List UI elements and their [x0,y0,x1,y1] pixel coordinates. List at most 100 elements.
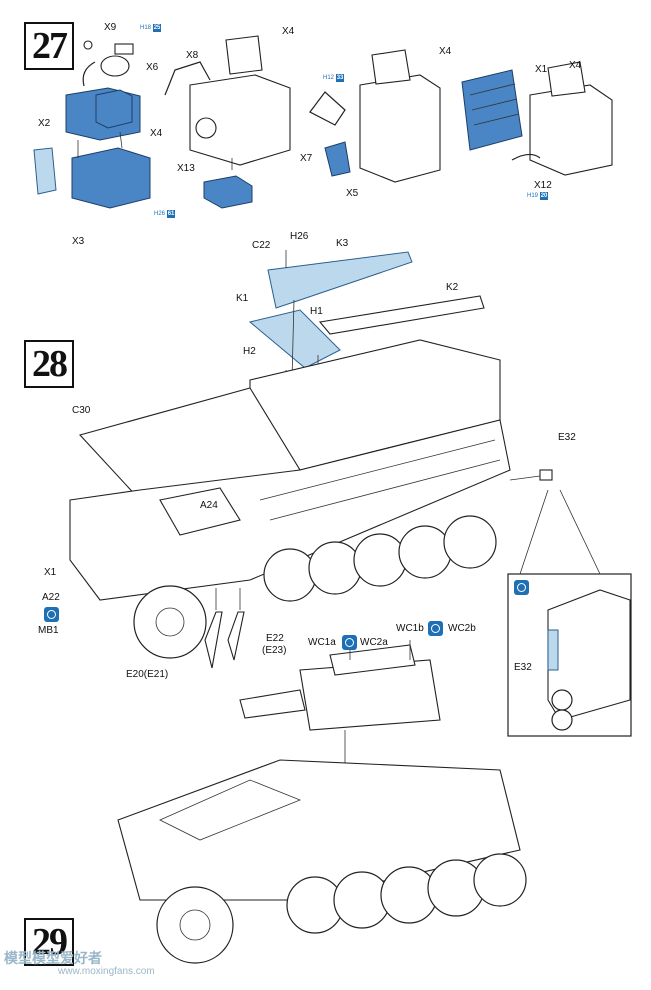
assembly-lines [215,588,241,610]
part-label: X6 [146,62,159,73]
hull-lower [69,419,511,601]
part-label: K1 [236,293,249,304]
part-engine-top [225,35,263,75]
part-label: X8 [186,50,199,61]
part-label: WC2a [360,637,388,648]
part-cover [95,89,133,129]
part-x2 [33,147,57,195]
part-label: X4 [439,46,452,57]
gun-top [329,644,416,676]
inset-hull [547,589,631,721]
part-x12-pipe [511,153,541,161]
step29-drawing [117,640,527,964]
part-x3 [71,147,151,209]
part-label: H2 [243,346,256,357]
part-label: (E23) [262,645,287,656]
step27-drawing [33,35,613,209]
part-x4-engine [189,74,291,166]
part-k3 [267,251,413,309]
part-engine-top-3 [547,61,586,97]
inset-e32 [547,629,559,671]
part-x13 [203,175,253,209]
front-wheel [156,886,234,964]
part-label: X4 [282,26,295,37]
part-x9-screw [83,40,93,50]
part-label: A24 [200,500,218,511]
part-e22 [227,611,245,661]
inset-wheel [551,709,573,731]
part-e32 [539,469,553,481]
part-label: X4 [150,128,163,139]
option-icon [514,580,529,595]
assembly-line [77,131,123,158]
part-label: K3 [336,238,349,249]
part-label: X4 [569,60,582,71]
part-label: C30 [72,405,91,416]
color-ref-tag: H19 20 [527,192,549,200]
part-label: WC1a [308,637,336,648]
part-label: A22 [42,592,60,603]
part-label: WC1b [396,623,424,634]
step-number-27: 27 [24,22,74,70]
part-pulley [195,117,217,139]
color-ref-tag: H12 33 [323,74,345,82]
part-label: X13 [177,163,195,174]
part-label: E32 [558,432,576,443]
part-label: X3 [72,236,85,247]
part-label: X1 [535,64,548,75]
inset-callout [519,489,601,575]
part-x9-block [114,43,134,55]
option-icon [342,635,357,650]
part-label: E22 [266,633,284,644]
assembly-lines [285,250,319,405]
part-label: H1 [310,306,323,317]
front-wheel-hub [179,909,211,941]
part-label: H26 [290,231,309,242]
step-number-29: 29 [24,918,74,966]
part-label: X7 [300,153,313,164]
front-wheel [133,585,207,659]
option-icon [44,607,59,622]
assembly-line [82,61,96,87]
part-label: E20(E21) [126,669,169,680]
part-x1-radiator [461,69,523,151]
road-wheel [398,525,452,579]
part-x6 [100,55,130,77]
watermark-url: www.moxingfans.com [58,966,155,977]
part-x4-engine-3 [529,84,613,176]
hull-detail [259,439,501,521]
part-label: C22 [252,240,271,251]
part-label: X1 [44,567,57,578]
part-x7 [309,91,346,126]
front-wheel-hub [155,607,185,637]
part-label: X5 [346,188,359,199]
step28-drawing [69,250,632,737]
radiator-grille [469,83,520,126]
part-label: K2 [446,282,459,293]
gun-barrel [239,689,306,719]
part-x4-engine-2 [359,74,441,183]
part-engine-top-2 [371,49,411,85]
color-ref-tag: H18 25 [140,24,162,32]
part-e20 [204,611,223,669]
assembly-line [509,475,541,481]
part-label: X2 [38,118,51,129]
option-icon [428,621,443,636]
part-engine-in-hull [159,487,241,536]
road-wheel [308,541,362,595]
road-wheel [353,533,407,587]
road-wheel [473,853,527,907]
road-wheel [443,515,497,569]
part-label: X12 [534,180,552,191]
color-ref-tag: H26 61 [154,210,176,218]
part-k2 [318,295,485,335]
part-label: WC2b [448,623,476,634]
part-k1 [248,309,341,369]
hull-hatch [159,779,302,841]
inset-wheel [551,689,573,711]
step-number-28: 28 [24,340,74,388]
part-label: MB1 [38,625,59,636]
hull-29 [117,759,521,901]
